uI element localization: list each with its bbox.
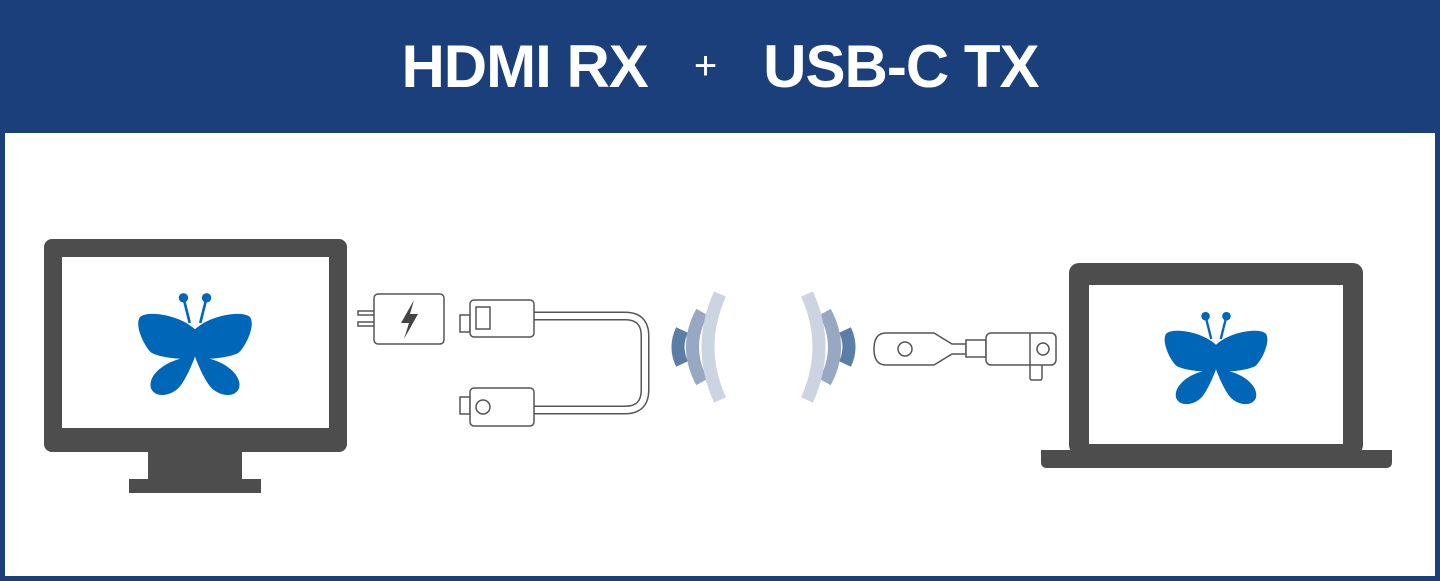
laptop-icon	[1041, 263, 1392, 468]
monitor-icon	[44, 239, 347, 493]
title-hdmi-rx: HDMI RX	[401, 33, 648, 100]
wireless-signal-left-icon	[671, 291, 726, 403]
title-usbc-tx: USB-C TX	[763, 33, 1039, 100]
title-banner: HDMI RX + USB-C TX	[0, 0, 1440, 133]
title-plus: +	[693, 44, 718, 88]
power-adapter-icon	[357, 293, 445, 345]
wireless-signal-right-icon	[801, 291, 856, 403]
hdmi-receiver-cable-icon	[459, 299, 650, 427]
usbc-transmitter-icon	[873, 332, 1057, 381]
